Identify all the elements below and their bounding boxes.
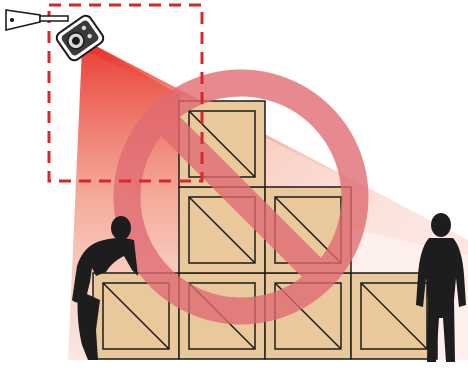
- wall-mount-icon: [6, 10, 68, 30]
